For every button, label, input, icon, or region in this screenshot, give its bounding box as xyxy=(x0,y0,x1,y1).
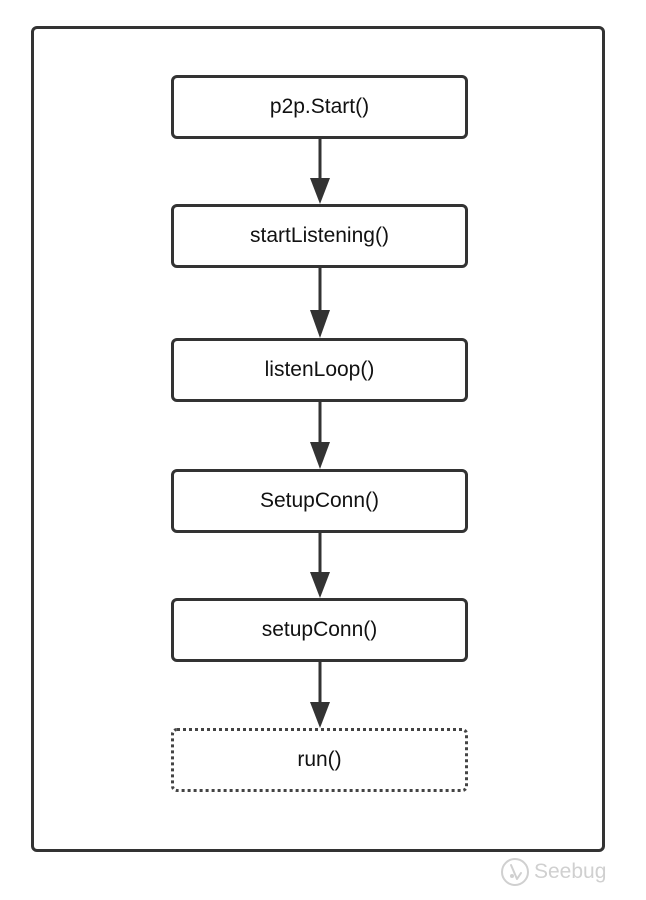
seebug-logo-icon xyxy=(501,858,529,886)
node-start-listening: startListening() xyxy=(171,204,468,268)
node-p2p-start: p2p.Start() xyxy=(171,75,468,139)
diagram-frame xyxy=(31,26,605,852)
seebug-watermark: Seebug xyxy=(500,852,625,892)
arrow-n2-n3 xyxy=(310,268,330,338)
node-setup-conn-exported: SetupConn() xyxy=(171,469,468,533)
watermark-text: Seebug xyxy=(534,860,607,883)
node-setup-conn: setupConn() xyxy=(171,598,468,662)
arrow-n4-n5 xyxy=(310,533,330,598)
node-run: run() xyxy=(171,728,468,792)
arrow-n1-n2 xyxy=(310,139,330,204)
arrow-n3-n4 xyxy=(310,402,330,469)
node-listen-loop: listenLoop() xyxy=(171,338,468,402)
arrow-n5-n6 xyxy=(310,662,330,728)
